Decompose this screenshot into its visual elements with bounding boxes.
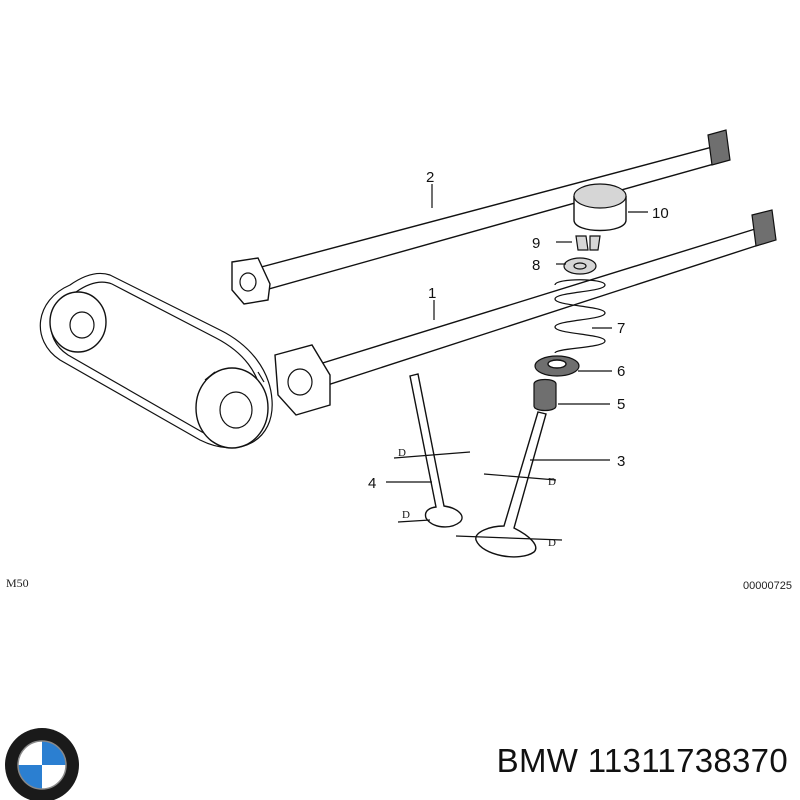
dimension-d-2: D bbox=[548, 476, 556, 488]
callout-10: 10 bbox=[652, 205, 669, 222]
part-caption: BMW 11311738370 bbox=[497, 742, 788, 780]
spring-retainer bbox=[563, 257, 597, 275]
dimension-d-4: D bbox=[548, 537, 556, 549]
valve-keepers bbox=[575, 235, 601, 251]
callout-5: 5 bbox=[617, 396, 625, 413]
callout-3: 3 bbox=[617, 453, 625, 470]
callout-1: 1 bbox=[428, 285, 436, 302]
callout-4: 4 bbox=[368, 475, 376, 492]
callout-9: 9 bbox=[532, 235, 540, 252]
camshaft-upper bbox=[231, 129, 731, 305]
callout-7: 7 bbox=[617, 320, 625, 337]
spring-seat bbox=[534, 355, 580, 377]
bucket-tappet bbox=[573, 183, 627, 232]
callout-6: 6 bbox=[617, 363, 625, 380]
valve-spring bbox=[554, 279, 606, 354]
valve-stem-seal bbox=[533, 378, 557, 412]
caption-part-number: 11311738370 bbox=[587, 742, 788, 779]
callout-2: 2 bbox=[426, 169, 434, 186]
callout-8: 8 bbox=[532, 257, 540, 274]
exhaust-valve bbox=[475, 411, 547, 558]
bmw-logo bbox=[5, 728, 79, 800]
engine-code: M50 bbox=[6, 576, 29, 590]
leader-lines bbox=[386, 184, 648, 541]
dimension-d-1: D bbox=[398, 447, 406, 459]
intake-valve bbox=[409, 373, 463, 528]
camshaft-lower bbox=[274, 209, 777, 416]
figure-number: 00000725 bbox=[743, 580, 792, 592]
camshaft-valve-diagram: 2 1 10 9 8 7 6 5 3 4 D D D D bbox=[39, 129, 777, 558]
dimension-d-3: D bbox=[402, 509, 410, 521]
callout-labels: 2 1 10 9 8 7 6 5 3 4 D D D D bbox=[368, 169, 669, 549]
caption-brand: BMW bbox=[496, 742, 579, 779]
timing-chain-assembly bbox=[39, 272, 273, 449]
